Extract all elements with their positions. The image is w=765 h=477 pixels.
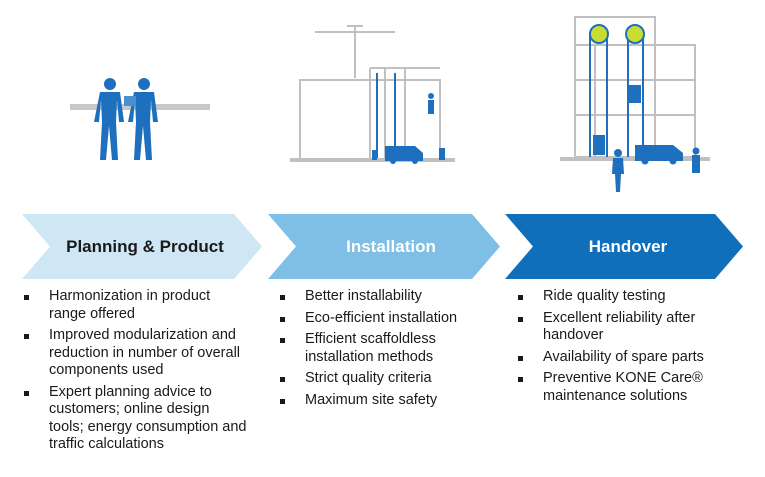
list-item: Harmonization in product range offered	[22, 288, 247, 323]
chevron-arrow-shape	[268, 214, 500, 279]
list-item: Excellent reliability after handover	[516, 310, 731, 345]
list-item: Better installability	[278, 288, 488, 306]
finished-building-with-elevators-icon	[560, 16, 710, 192]
list-item: Availability of spare parts	[516, 349, 731, 367]
list-item: Strict quality criteria	[278, 370, 488, 388]
handover-bullet-list: Ride quality testing Excellent reliabili…	[516, 288, 731, 409]
handover-illustration	[555, 15, 715, 193]
chevron-arrow-shape	[505, 214, 743, 279]
list-item: Eco-efficient installation	[278, 310, 488, 328]
list-item: Efficient scaffoldless installation meth…	[278, 331, 488, 366]
planning-illustration	[60, 70, 220, 165]
installation-illustration	[285, 18, 460, 168]
stage-title: Planning & Product	[66, 237, 224, 256]
list-item: Expert planning advice to customers; onl…	[22, 384, 247, 454]
stage-arrow-planning: Planning & Product	[22, 214, 262, 279]
list-item: Preventive KONE Care® maintenance soluti…	[516, 370, 731, 405]
building-under-construction-icon	[290, 25, 455, 164]
list-item: Improved modularization and reduction in…	[22, 327, 247, 380]
people-with-plans-icon	[70, 78, 210, 160]
list-item: Ride quality testing	[516, 288, 731, 306]
stage-arrow-handover: Handover	[505, 214, 743, 279]
chevron-arrow-shape	[22, 214, 262, 279]
stage-arrow-installation: Installation	[268, 214, 500, 279]
list-item: Maximum site safety	[278, 392, 488, 410]
planning-bullet-list: Harmonization in product range offered I…	[22, 288, 247, 458]
installation-bullet-list: Better installability Eco-efficient inst…	[278, 288, 488, 413]
stage-title: Installation	[346, 237, 436, 256]
stage-title: Handover	[588, 237, 668, 256]
